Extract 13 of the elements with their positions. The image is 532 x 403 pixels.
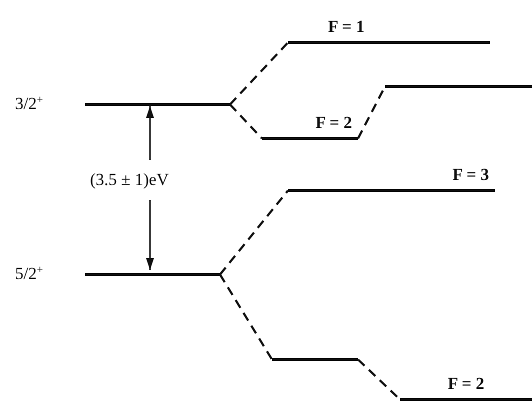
level-label: F = 2 xyxy=(314,113,353,133)
dashed-connector xyxy=(219,190,289,276)
dashed-connector xyxy=(229,104,263,140)
level-label: F = 2 xyxy=(448,374,484,394)
level-label: 5/2$^{+}$ xyxy=(14,264,44,284)
level-label: F = 1 xyxy=(327,17,366,37)
dashed-connector xyxy=(219,274,273,360)
energy-gap-label: (3.5 ± 1)eV xyxy=(90,170,169,190)
level-label: F = 3 xyxy=(452,165,490,185)
level-label: 3/2$^{+}$ xyxy=(14,94,44,114)
level-line xyxy=(272,358,358,361)
dashed-connector xyxy=(229,42,289,106)
level-line xyxy=(385,85,532,88)
